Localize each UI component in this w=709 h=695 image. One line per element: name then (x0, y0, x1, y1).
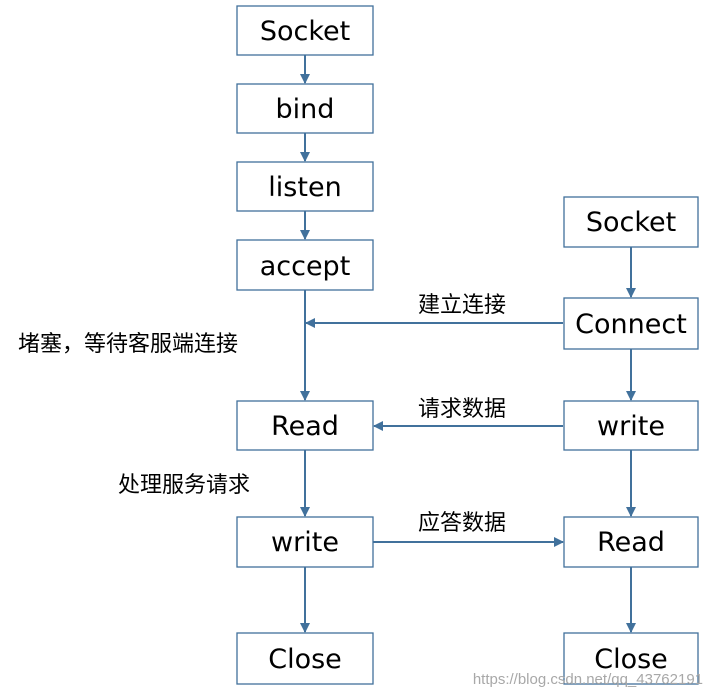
server-read-label: Read (271, 411, 339, 442)
server-socket-label: Socket (260, 16, 350, 47)
server-write-label: write (271, 527, 339, 558)
client-write-label: write (597, 411, 665, 442)
client-read-box: Read (563, 516, 699, 568)
label-request-data: 请求数据 (418, 397, 506, 422)
client-read-label: Read (597, 527, 665, 558)
label-blocking-wait: 堵塞，等待客服端连接 (18, 332, 238, 357)
server-bind-box: bind (236, 83, 374, 134)
client-close-box: Close (563, 632, 699, 685)
server-close-box: Close (236, 632, 374, 685)
client-close-label: Close (594, 644, 668, 675)
label-process-request: 处理服务请求 (118, 473, 250, 498)
server-listen-label: listen (268, 172, 341, 203)
server-bind-label: bind (276, 94, 335, 125)
client-connect-box: Connect (563, 297, 699, 350)
server-listen-box: listen (236, 161, 374, 212)
client-write-box: write (563, 400, 699, 451)
client-socket-box: Socket (563, 196, 699, 248)
client-socket-label: Socket (586, 207, 676, 238)
watermark: https://blog.csdn.net/qq_43762191 (473, 671, 703, 688)
label-establish-connection: 建立连接 (418, 293, 506, 318)
label-response-data: 应答数据 (418, 511, 506, 536)
server-socket-box: Socket (236, 5, 374, 56)
server-accept-box: accept (236, 239, 374, 291)
server-read-box: Read (236, 400, 374, 451)
client-connect-label: Connect (575, 309, 687, 340)
server-close-label: Close (268, 644, 342, 675)
server-accept-label: accept (260, 251, 351, 282)
server-write-box: write (236, 516, 374, 568)
